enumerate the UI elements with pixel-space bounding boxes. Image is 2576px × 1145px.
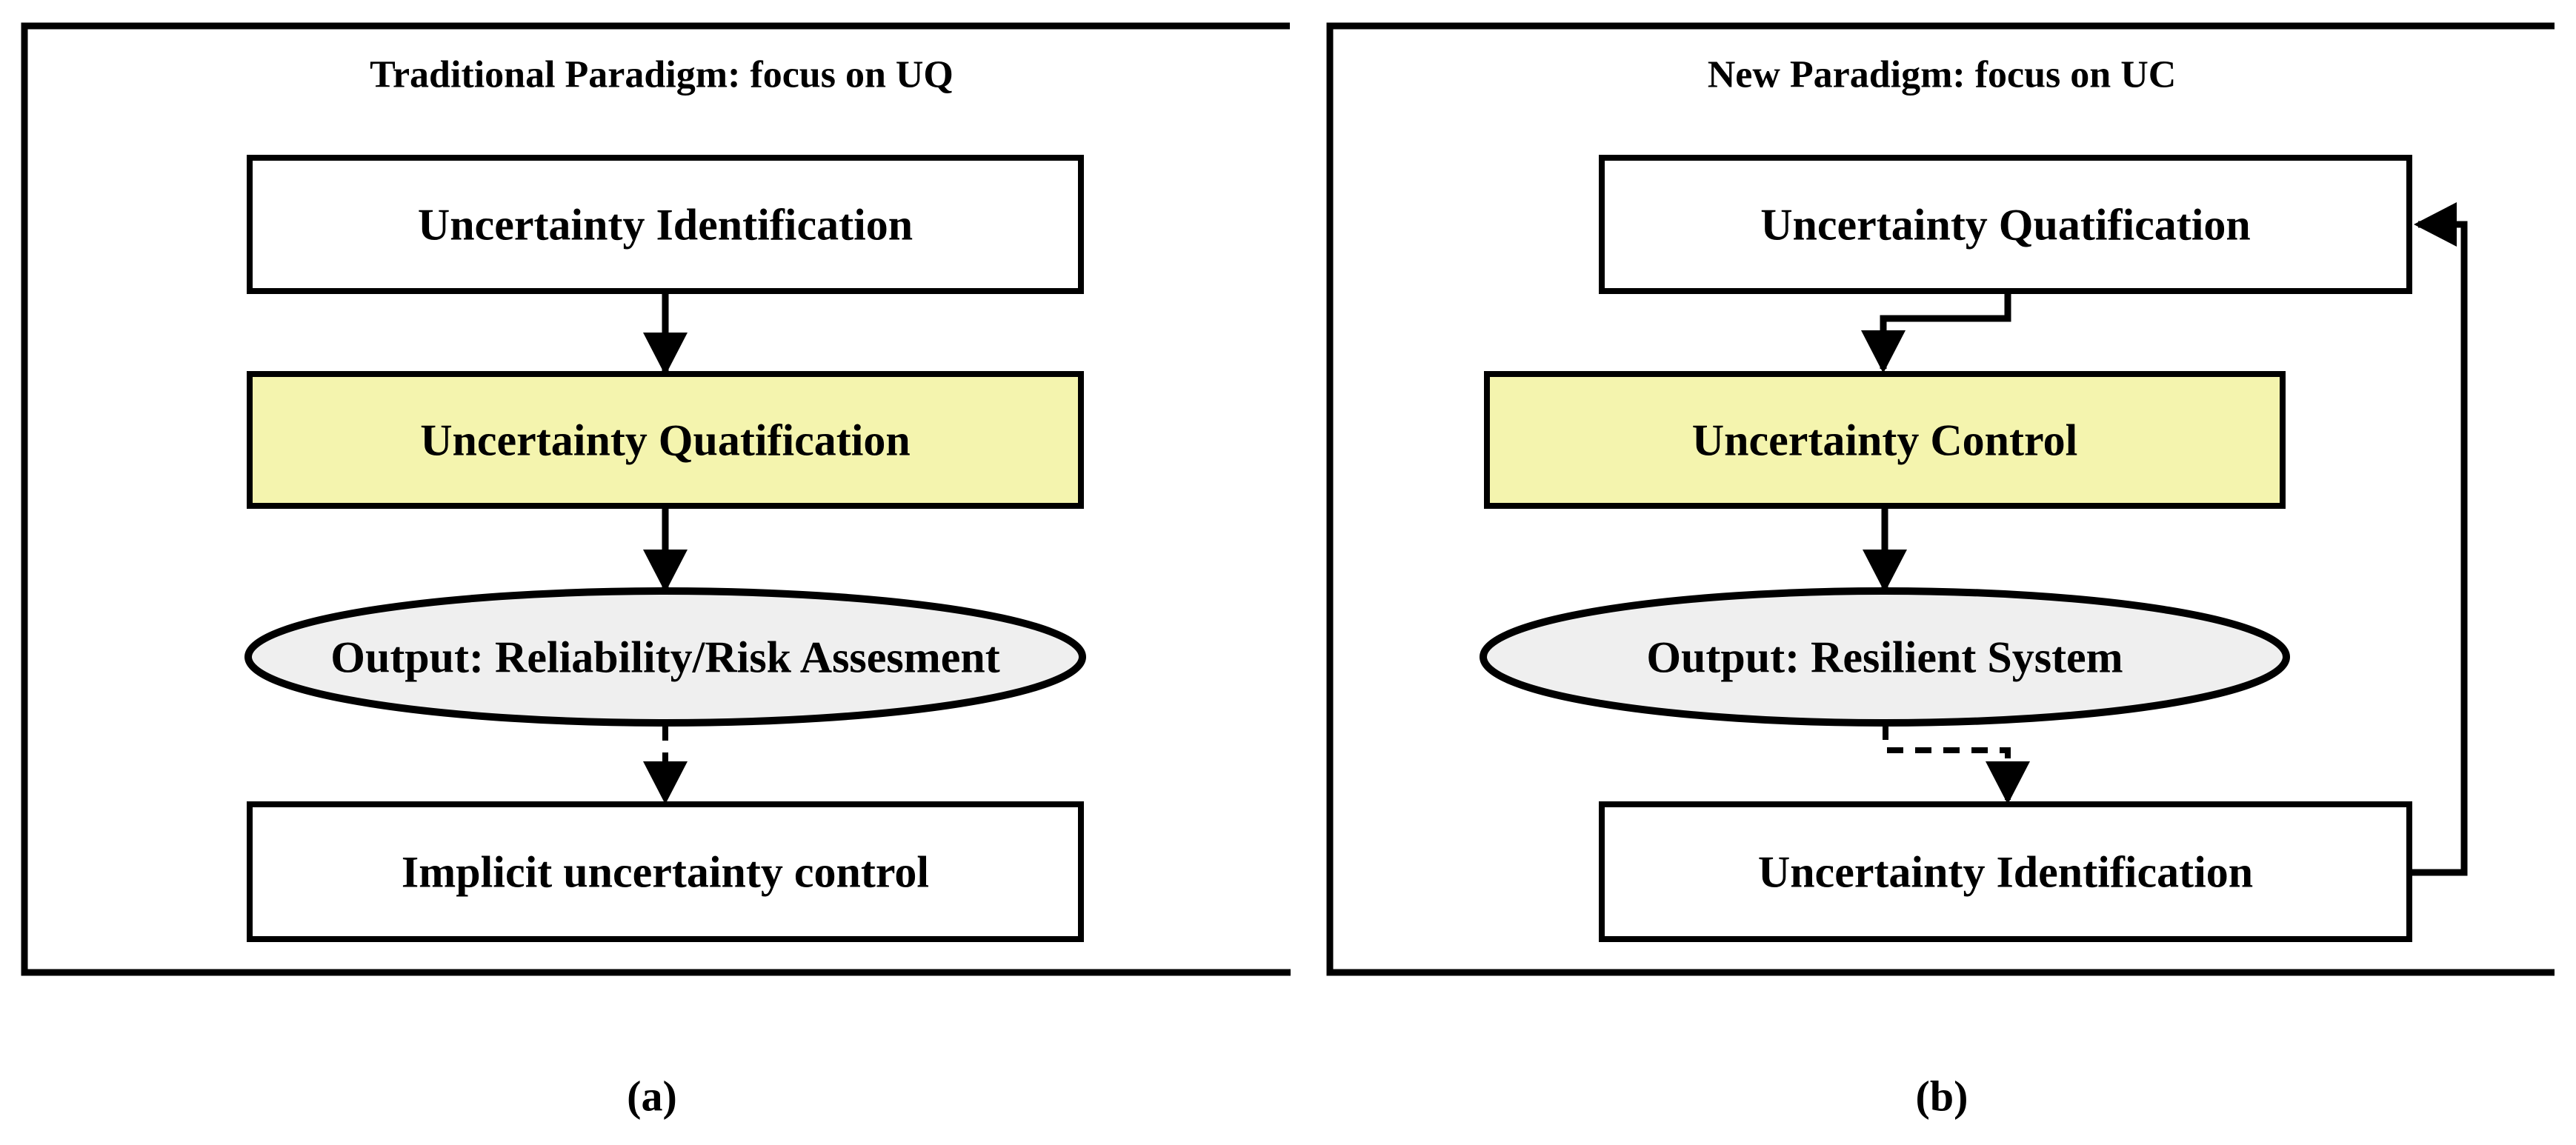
node-a-control-box (247, 801, 1084, 942)
panel-b-caption: (b) (1916, 1072, 1968, 1121)
arrow-b-quantification-to-control (1861, 294, 2011, 373)
node-a-output-ellipse (244, 587, 1086, 727)
arrow-b-feedback-loop (2412, 202, 2468, 876)
node-a-output-label: Output: Reliability/Risk Assesment (330, 632, 999, 681)
panel-b-border (1326, 22, 2555, 976)
node-b-quantification-label: Uncertainty Quatification (1760, 200, 2251, 249)
node-a-quantification-box (247, 371, 1084, 509)
panel-a-border (21, 22, 1291, 976)
panel-b: New Paradigm: focus on UC Uncertainty Qu… (1326, 22, 2555, 1121)
node-b-quantification-box (1599, 155, 2412, 294)
node-b-identification-box (1599, 801, 2412, 942)
node-b-output-ellipse (1480, 587, 2290, 727)
panel-a-caption: (a) (627, 1072, 677, 1121)
node-a-identification-label: Uncertainty Identification (418, 200, 913, 249)
node-a-control-label: Implicit uncertainty control (402, 847, 929, 896)
node-a-quantification-label: Uncertainty Quatification (420, 415, 911, 464)
panel-a: Traditional Paradigm: focus on UQ Uncert… (21, 22, 1291, 1121)
node-a-identification-box (247, 155, 1084, 294)
panel-b-title: New Paradigm: focus on UC (1708, 54, 2177, 96)
node-b-output-label: Output: Resilient System (1646, 632, 2123, 681)
node-b-identification-label: Uncertainty Identification (1758, 847, 2253, 896)
node-b-control-label: Uncertainty Control (1692, 415, 2078, 464)
node-b-control-box (1484, 371, 2286, 509)
panel-a-title: Traditional Paradigm: focus on UQ (370, 54, 953, 96)
arrow-b-output-to-identification-dashed (1883, 724, 2030, 804)
